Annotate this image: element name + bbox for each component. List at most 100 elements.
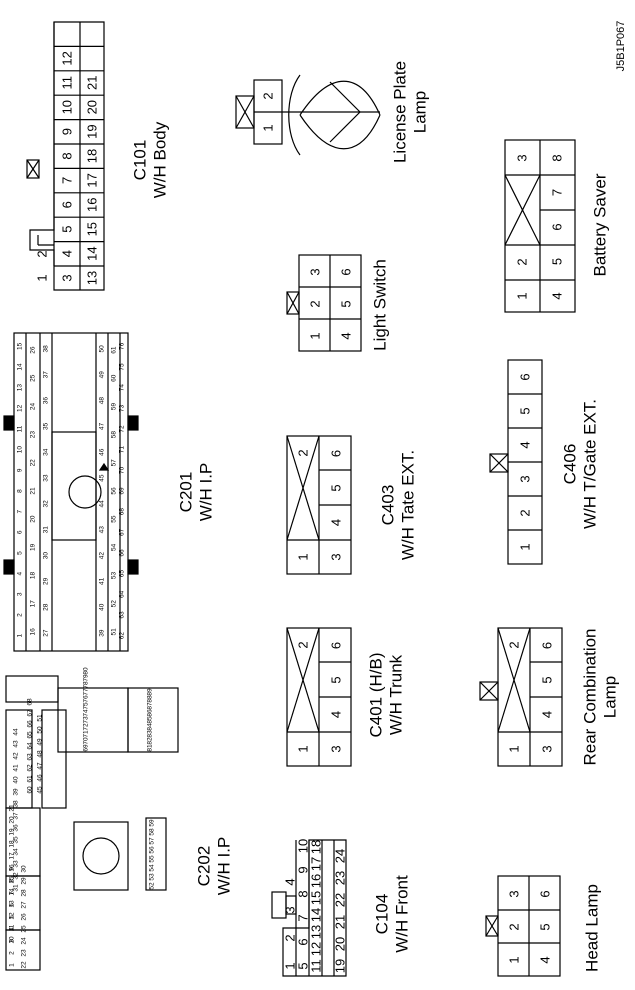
pin-number: 4 — [339, 332, 354, 339]
pin-number: 79 — [83, 674, 90, 682]
pin-number: 24 — [30, 402, 37, 410]
pin-number: 88 — [147, 695, 154, 703]
pin-number: 32 — [13, 872, 20, 880]
pin-number: 5 — [329, 484, 344, 491]
pin-number: 9 — [9, 867, 16, 871]
c202-block — [57, 687, 129, 753]
pin-number: 3 — [17, 592, 24, 596]
pin-number: 89 — [147, 688, 154, 696]
blank-cavity-cross — [497, 627, 531, 733]
pin-number: 14 — [85, 246, 100, 260]
pin-number: 3 — [507, 890, 522, 897]
pin-number: 2 — [507, 923, 522, 930]
connector-lock-tab — [26, 159, 40, 179]
pin-number: 55 — [149, 855, 156, 863]
pin-number: 8 — [9, 879, 16, 883]
pin-number: 13 — [9, 900, 16, 908]
c202-block — [41, 709, 67, 809]
pin-number: 21 — [333, 915, 348, 929]
pin-number: 46 — [37, 774, 44, 782]
pin-number: 2 — [518, 509, 533, 516]
lock-tab-cross — [235, 95, 255, 129]
pin-number: 20 — [85, 100, 100, 114]
pin-number: 6 — [296, 938, 311, 945]
pin-number: 76 — [119, 342, 126, 350]
pin-number: 2 — [507, 641, 522, 648]
c406-label: W/H T/Gate EXT. — [581, 399, 600, 529]
pin-number: 53 — [111, 572, 118, 580]
blank-cavity-cross — [504, 174, 541, 246]
pin-number: 13 — [17, 384, 24, 392]
pin-number: 6 — [60, 201, 75, 208]
pin-number: 2 — [296, 449, 311, 456]
connector-lock-tab — [485, 915, 499, 937]
pin-number: 2 — [515, 258, 530, 265]
license-label: License Plate — [391, 61, 410, 163]
pin-number: 26 — [30, 346, 37, 354]
pin-number: 43 — [99, 526, 106, 534]
c202-block — [5, 675, 59, 703]
connector-lock-tab — [489, 453, 509, 473]
pin-number: 68 — [119, 508, 126, 516]
pin-number: 7 — [9, 891, 16, 895]
pin-number: 2 — [17, 613, 24, 617]
pin-number: 12 — [17, 404, 24, 412]
pin-number: 85 — [147, 716, 154, 724]
blank-cavity-cross — [286, 435, 320, 541]
pin-number: 82 — [147, 737, 154, 745]
pin-number: 1 — [296, 553, 311, 560]
pin-number: 76 — [83, 695, 90, 703]
pin-number: 27 — [43, 629, 50, 637]
blank-cavity-cross — [286, 627, 320, 733]
pin-number: 73 — [119, 404, 126, 412]
pin-number: 57 — [149, 837, 156, 845]
pin-number: 26 — [21, 913, 28, 921]
pin-number: 8 — [296, 890, 311, 897]
pin-number: 52 — [111, 600, 118, 608]
pin-number: 15 — [309, 891, 324, 905]
pin-number: 18 — [85, 149, 100, 163]
pin-number: 50 — [99, 345, 106, 353]
c201-mount-tab — [3, 559, 15, 575]
pin-number: 6 — [339, 268, 354, 275]
pin-number: 33 — [43, 474, 50, 482]
pin-number: 33 — [13, 860, 20, 868]
pin-number: 9 — [17, 468, 24, 472]
lock-tab-cross — [485, 915, 499, 937]
pin-number: 27 — [21, 901, 28, 909]
pin-number: 5 — [296, 962, 311, 969]
pin-number: 18 — [30, 572, 37, 580]
pin-number: 48 — [37, 750, 44, 758]
pin-number: 5 — [60, 226, 75, 233]
pin-number: 40 — [99, 603, 106, 611]
pin-number: 19 — [85, 124, 100, 138]
pin-number: 34 — [13, 848, 20, 856]
pin-number: 78 — [83, 681, 90, 689]
pin-number: 37 — [43, 371, 50, 379]
pin-number: 3 — [329, 553, 344, 560]
pin-number: 8 — [550, 154, 565, 161]
pin-number: 4 — [329, 711, 344, 718]
pin-number: 3 — [515, 154, 530, 161]
pin-number: 87 — [147, 702, 154, 710]
rcl-label: Lamp — [601, 676, 620, 719]
pin-number: 12 — [9, 912, 16, 920]
pin-number: 14 — [309, 908, 324, 922]
pin-number: 47 — [99, 422, 106, 430]
pin-number: 65 — [119, 570, 126, 578]
pin-number: 11 — [60, 76, 75, 90]
pin-number: 65 — [27, 731, 34, 739]
pin-number: 69 — [83, 744, 90, 752]
pin-number: 6 — [329, 642, 344, 649]
lock-tab-cross — [479, 681, 499, 701]
pin-number: 38 — [43, 345, 50, 353]
c401-label: C401 (H/B) — [367, 652, 386, 737]
pin-number: 10 — [60, 100, 75, 114]
pin-number: 13 — [309, 925, 324, 939]
c403-label: C403 — [379, 485, 398, 526]
pin-number: 29 — [43, 577, 50, 585]
pin-number: 75 — [119, 363, 126, 371]
pin-number: 1 — [9, 963, 16, 967]
pin-number: 18 — [9, 840, 16, 848]
c201-body — [13, 332, 129, 652]
